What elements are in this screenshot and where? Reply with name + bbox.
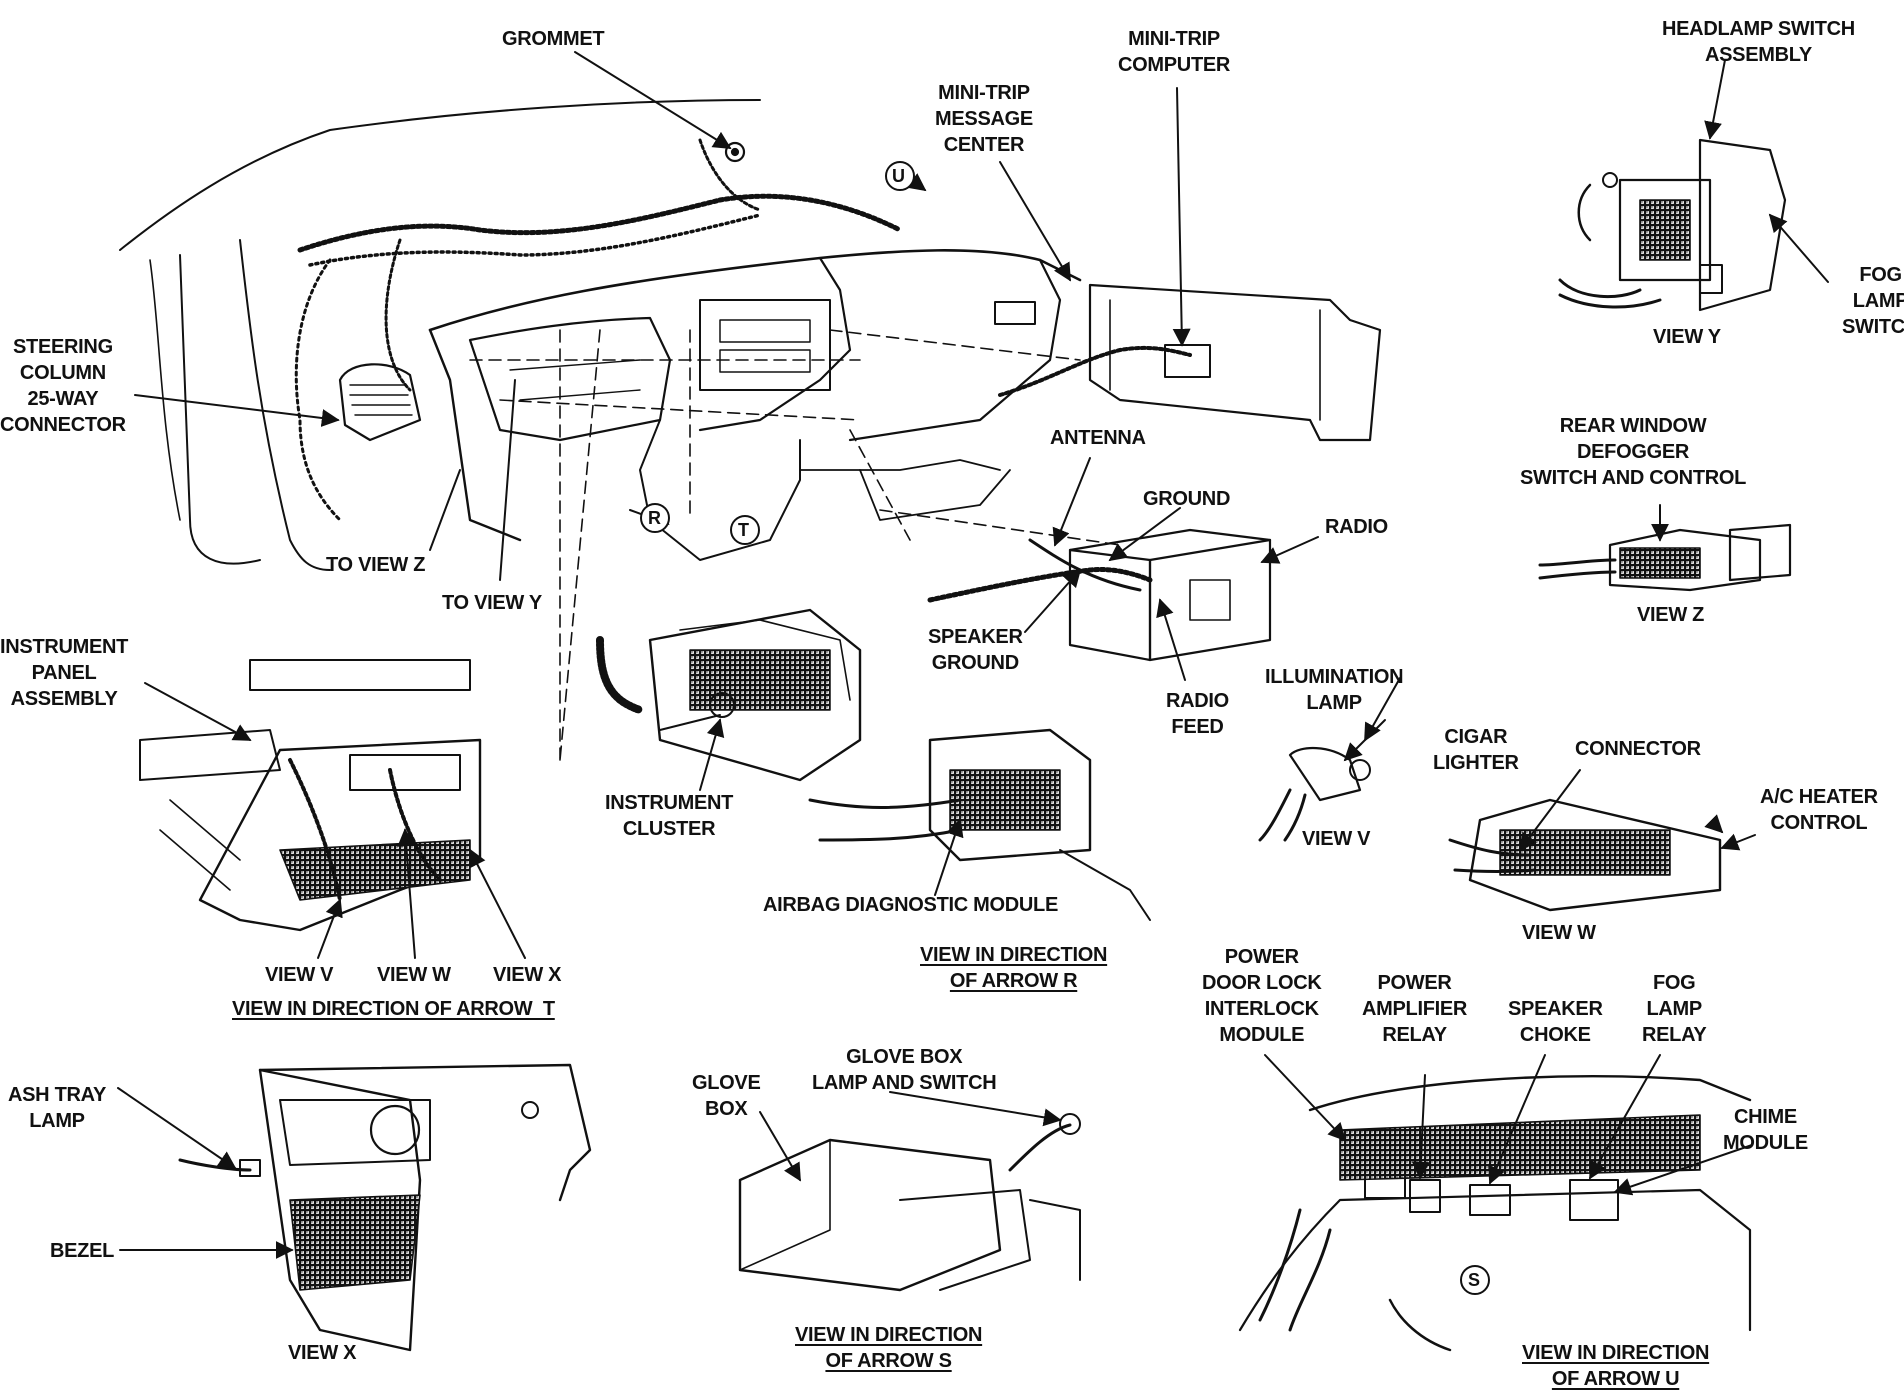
label-view-y: VIEW Y xyxy=(1653,326,1721,348)
label-instrument-cluster: INSTRUMENT CLUSTER xyxy=(605,792,734,840)
label-radio-feed: RADIO FEED xyxy=(1166,690,1229,738)
mini-trip-illustration xyxy=(994,283,1382,442)
arrow-marker-t: T xyxy=(738,520,749,540)
label-rear-window-defogger: REAR WINDOW DEFOGGER SWITCH AND CONTROL xyxy=(1520,415,1747,489)
label-power-door-lock-module: POWER DOOR LOCK INTERLOCK MODULE xyxy=(1202,946,1322,1046)
label-airbag-diagnostic-module: AIRBAG DIAGNOSTIC MODULE xyxy=(763,894,1059,916)
label-ac-heater-control: A/C HEATER CONTROL xyxy=(1760,786,1878,834)
label-grommet: GROMMET xyxy=(502,28,605,50)
label-view-w: VIEW W xyxy=(377,964,451,986)
label-cigar-lighter: CIGAR LIGHTER xyxy=(1433,726,1519,774)
defogger-switch-illustration xyxy=(1538,523,1792,592)
arrow-marker-s: S xyxy=(1468,1270,1480,1290)
label-view-v: VIEW V xyxy=(265,964,334,986)
label-bezel: BEZEL xyxy=(50,1240,115,1262)
label-speaker-ground: SPEAKER GROUND xyxy=(928,626,1023,674)
arrow-marker-r: R xyxy=(648,508,661,528)
label-speaker-choke: SPEAKER CHOKE xyxy=(1508,998,1603,1046)
label-chime-module: CHIME MODULE xyxy=(1723,1106,1808,1154)
label-mini-trip-computer: MINI-TRIP COMPUTER xyxy=(1118,28,1231,76)
arrow-marker-u: U xyxy=(892,166,905,186)
label-steering-column-connector: STEERING COLUMN 25-WAY CONNECTOR xyxy=(0,336,126,436)
caption-view-arrow-r: VIEW IN DIRECTION OF ARROW R xyxy=(920,944,1108,992)
leader-lines xyxy=(117,51,1829,1259)
label-radio: RADIO xyxy=(1325,516,1388,538)
glove-box-illustration xyxy=(738,1113,1081,1292)
instrument-cluster-illustration xyxy=(596,608,862,782)
label-glove-box-lamp-switch: GLOVE BOX LAMP AND SWITCH xyxy=(812,1046,997,1094)
label-instrument-panel-assembly: INSTRUMENT PANEL ASSEMBLY xyxy=(0,636,129,710)
label-fog-lamp-switch: FOG LAMP SWITCH xyxy=(1842,264,1904,338)
label-connector: CONNECTOR xyxy=(1575,738,1701,760)
instrument-panel-view-illustration xyxy=(139,659,482,932)
label-view-x: VIEW X xyxy=(288,1342,357,1364)
label-ash-tray-lamp: ASH TRAY LAMP xyxy=(8,1084,106,1132)
label-power-amplifier-relay: POWER AMPLIFIER RELAY xyxy=(1362,972,1468,1046)
label-view-w-heater: VIEW W xyxy=(1522,922,1596,944)
ac-heater-control-illustration xyxy=(1448,798,1722,912)
relay-panel-illustration xyxy=(1238,1075,1752,1352)
caption-view-arrow-s: VIEW IN DIRECTION OF ARROW S xyxy=(795,1324,983,1372)
headlamp-switch-illustration xyxy=(1558,138,1787,312)
airbag-module-illustration xyxy=(808,728,1151,921)
label-glove-box: GLOVE BOX xyxy=(692,1072,761,1120)
label-to-view-y: TO VIEW Y xyxy=(442,592,542,614)
cigar-lighter-illustration xyxy=(1258,746,1371,842)
label-mini-trip-message-center: MINI-TRIP MESSAGE CENTER xyxy=(935,82,1033,156)
caption-view-arrow-u: VIEW IN DIRECTION OF ARROW U xyxy=(1522,1342,1710,1390)
label-view-z: VIEW Z xyxy=(1637,604,1705,626)
label-antenna: ANTENNA xyxy=(1050,427,1146,449)
label-view-v-cigar: VIEW V xyxy=(1302,828,1371,850)
ash-tray-bezel-illustration xyxy=(178,1063,592,1352)
label-ground: GROUND xyxy=(1143,488,1231,510)
label-headlamp-switch-assembly: HEADLAMP SWITCH ASSEMBLY xyxy=(1662,18,1855,66)
label-fog-lamp-relay: FOG LAMP RELAY xyxy=(1642,972,1707,1046)
label-illumination-lamp: ILLUMINATION LAMP xyxy=(1265,666,1404,714)
main-dash-illustration xyxy=(119,99,1121,761)
label-to-view-z: TO VIEW Z xyxy=(326,554,426,576)
label-view-x-panel: VIEW X xyxy=(493,964,562,986)
caption-view-arrow-t: VIEW IN DIRECTION OF ARROW T xyxy=(232,998,555,1020)
